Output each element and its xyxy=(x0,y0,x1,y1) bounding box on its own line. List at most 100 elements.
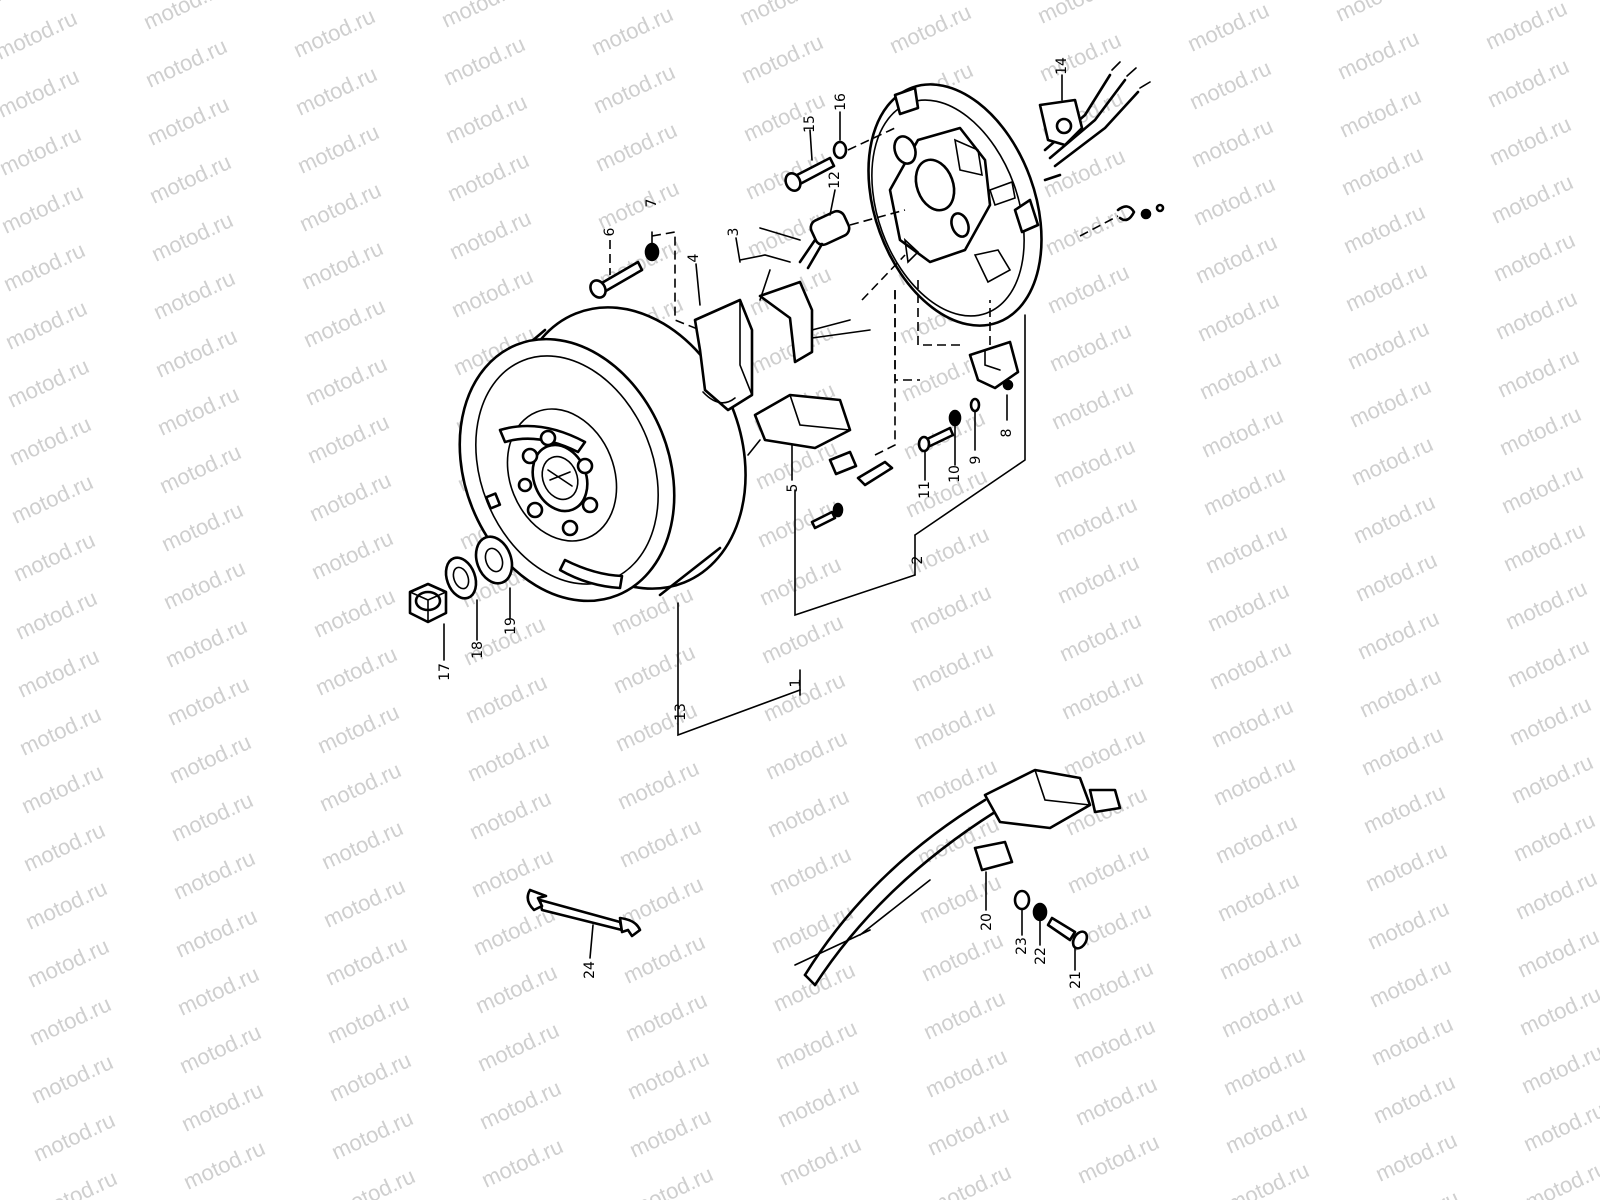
watermark-text: motod.ru xyxy=(1198,403,1287,462)
watermark-text: motod.ru xyxy=(1346,373,1435,432)
watermark-text: motod.ru xyxy=(180,1135,269,1194)
watermark-text: motod.ru xyxy=(144,91,233,150)
lighting-coil xyxy=(693,254,871,412)
watermark-text: motod.ru xyxy=(298,235,387,294)
watermark-text: motod.ru xyxy=(1340,199,1429,258)
watermark-text: motod.ru xyxy=(918,927,1007,986)
watermark-text: motod.ru xyxy=(590,59,679,118)
service-wrench xyxy=(526,888,642,938)
watermark-text: motod.ru xyxy=(6,411,95,470)
watermark-text: motod.ru xyxy=(1040,143,1129,202)
watermark-text: motod.ru xyxy=(1374,1185,1463,1200)
watermark-text: motod.ru xyxy=(158,497,247,556)
watermark-text: motod.ru xyxy=(166,729,255,788)
watermark-text: motod.ru xyxy=(1332,0,1421,27)
callout-14: 14 xyxy=(1054,57,1070,75)
watermark-text: motod.ru xyxy=(908,637,997,696)
watermark-text: motod.ru xyxy=(926,1159,1015,1200)
watermark-text: motod.ru xyxy=(148,207,237,266)
flywheel-rotor xyxy=(458,306,747,603)
watermark-text: motod.ru xyxy=(464,727,553,786)
screw-11 xyxy=(917,426,955,453)
callout-10: 10 xyxy=(947,465,963,483)
callout-4: 4 xyxy=(686,253,702,262)
watermark-text: motod.ru xyxy=(586,0,675,3)
watermark-text: motod.ru xyxy=(1206,635,1295,694)
watermark-text: motod.ru xyxy=(176,1019,265,1078)
callout-13: 13 xyxy=(673,703,689,721)
watermark-text: motod.ru xyxy=(1372,1127,1461,1186)
ht-lead xyxy=(794,798,997,987)
watermark-text: motod.ru xyxy=(150,265,239,324)
watermark-text: motod.ru xyxy=(624,1045,713,1104)
watermark-text: motod.ru xyxy=(588,1,677,60)
stator-base-plate xyxy=(867,83,1043,327)
watermark-text: motod.ru xyxy=(0,63,83,122)
watermark-text: motod.ru xyxy=(324,989,413,1048)
callout-2: 2 xyxy=(910,556,926,565)
watermark-text: motod.ru xyxy=(1520,1097,1600,1156)
watermark-text: motod.ru xyxy=(156,439,245,498)
watermark-text: motod.ru xyxy=(616,813,705,872)
washer-10 xyxy=(948,409,962,427)
watermark-text: motod.ru xyxy=(310,583,399,642)
watermark-text: motod.ru xyxy=(1224,1157,1313,1200)
watermark-text: motod.ru xyxy=(770,957,859,1016)
watermark-text: motod.ru xyxy=(768,899,857,958)
watermark-text: motod.ru xyxy=(1072,1071,1161,1130)
callout-17: 17 xyxy=(437,663,453,681)
watermark-text: motod.ru xyxy=(1366,953,1455,1012)
watermark-text: motod.ru xyxy=(462,669,551,728)
watermark-text: motod.ru xyxy=(592,117,681,176)
watermark-text: motod.ru xyxy=(758,609,847,668)
watermark-text: motod.ru xyxy=(1500,517,1589,576)
watermark-text: motod.ru xyxy=(1046,317,1135,376)
watermark-text: motod.ru xyxy=(754,493,843,552)
watermark-text: motod.ru xyxy=(162,613,251,672)
watermark-text: motod.ru xyxy=(1506,691,1595,750)
watermark-text: motod.ru xyxy=(1212,809,1301,868)
watermark-text: motod.ru xyxy=(1348,431,1437,490)
watermark-text: motod.ru xyxy=(26,991,115,1050)
washer-9 xyxy=(969,397,981,413)
condenser xyxy=(759,209,851,270)
callout-6: 6 xyxy=(602,227,618,236)
watermark-text: motod.ru xyxy=(440,31,529,90)
watermark-text: motod.ru xyxy=(8,469,97,528)
callout-20: 20 xyxy=(979,913,995,931)
watermark-text: motod.ru xyxy=(28,1049,117,1108)
watermark-text: motod.ru xyxy=(1350,489,1439,548)
watermark-text: motod.ru xyxy=(922,1043,1011,1102)
watermark-text: motod.ru xyxy=(1508,749,1597,808)
watermark-text: motod.ru xyxy=(620,929,709,988)
watermark-text: motod.ru xyxy=(1058,665,1147,724)
watermark-text: motod.ru xyxy=(448,263,537,322)
watermark-text: motod.ru xyxy=(920,985,1009,1044)
callout-19: 19 xyxy=(503,617,519,635)
watermark-text: motod.ru xyxy=(614,755,703,814)
callout-3: 3 xyxy=(726,228,742,237)
watermark-text: motod.ru xyxy=(1194,287,1283,346)
watermark-text: motod.ru xyxy=(442,89,531,148)
watermark-text: motod.ru xyxy=(1056,607,1145,666)
watermark-text: motod.ru xyxy=(140,0,229,35)
watermark-text: motod.ru xyxy=(1488,169,1577,228)
callout-23: 23 xyxy=(1014,937,1030,955)
watermark-text: motod.ru xyxy=(910,695,999,754)
watermark-text: motod.ru xyxy=(164,671,253,730)
watermark-text: motod.ru xyxy=(446,205,535,264)
watermark-text: motod.ru xyxy=(4,353,93,412)
watermark-text: motod.ru xyxy=(306,467,395,526)
watermark-text: motod.ru xyxy=(1052,491,1141,550)
watermark-text: motod.ru xyxy=(1360,779,1449,838)
harness-grommet xyxy=(1038,98,1084,147)
watermark-text: motod.ru xyxy=(478,1133,567,1192)
callout-9: 9 xyxy=(968,456,984,465)
watermark-text: motod.ru xyxy=(1336,83,1425,142)
watermark-text: motod.ru xyxy=(292,61,381,120)
watermark-text: motod.ru xyxy=(1490,227,1579,286)
watermark-text: motod.ru xyxy=(326,1047,415,1106)
watermark-text: motod.ru xyxy=(290,3,379,62)
watermark-text: motod.ru xyxy=(1060,723,1149,782)
watermark-text: motod.ru xyxy=(318,815,407,874)
